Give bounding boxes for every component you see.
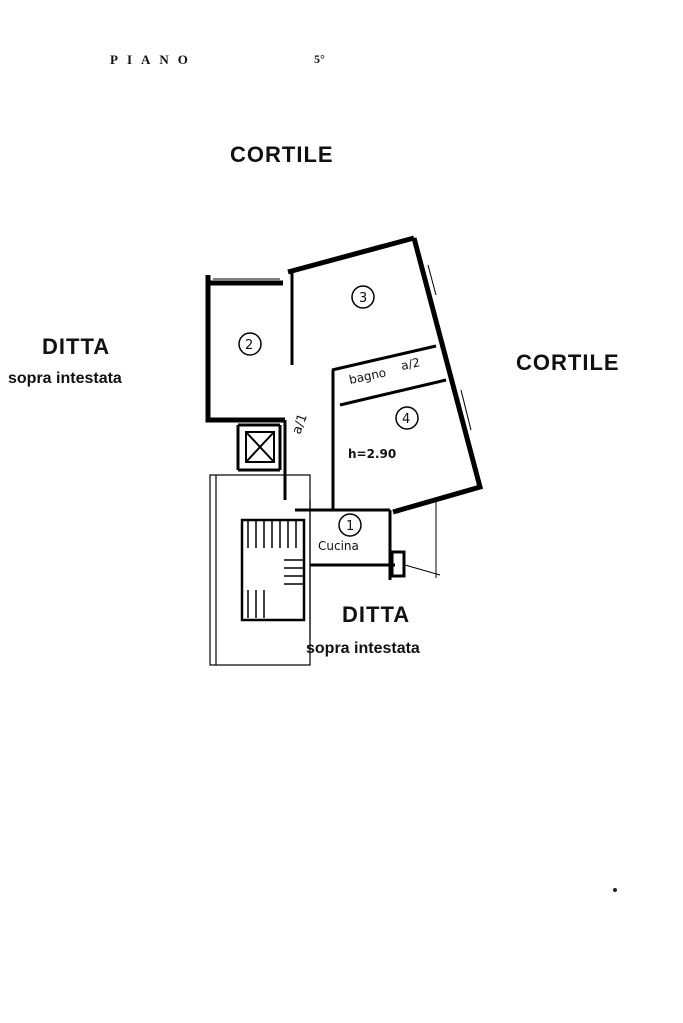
north-courtyard-label: CORTILE	[230, 142, 334, 167]
floor-label: PIANO	[110, 52, 197, 67]
elevator-shaft	[245, 431, 275, 463]
bathroom-number: a/2	[400, 355, 422, 373]
windows	[213, 264, 472, 431]
room-3-number: 3	[359, 291, 367, 306]
west-neighbor-subtitle: sopra intestata	[8, 370, 122, 387]
east-courtyard-label: CORTILE	[516, 350, 620, 375]
room-4-number: 4	[402, 412, 410, 427]
room-4-marker	[395, 406, 419, 430]
floor-number: 5°	[314, 52, 325, 66]
south-neighbor-title: DITTA	[342, 602, 411, 627]
inner-walls	[236, 270, 447, 580]
bathroom-label: bagno	[348, 365, 388, 387]
south-neighbor-subtitle: sopra intestata	[306, 640, 420, 657]
room-1-marker	[338, 513, 362, 537]
room-1-number: 1	[346, 519, 354, 534]
outer-walls	[205, 235, 484, 515]
west-neighbor-title: DITTA	[42, 334, 111, 359]
stairwell	[209, 474, 311, 666]
room-3-marker	[351, 285, 375, 309]
boiler	[390, 550, 406, 578]
scan-speck	[613, 888, 617, 892]
ceiling-height: h=2.90	[348, 447, 396, 461]
room-markers	[238, 285, 419, 537]
room-2-marker	[238, 332, 262, 356]
kitchen-label: Cucina	[318, 539, 359, 553]
room-2-number: 2	[245, 338, 253, 353]
corridor-label: a/1	[290, 412, 311, 437]
